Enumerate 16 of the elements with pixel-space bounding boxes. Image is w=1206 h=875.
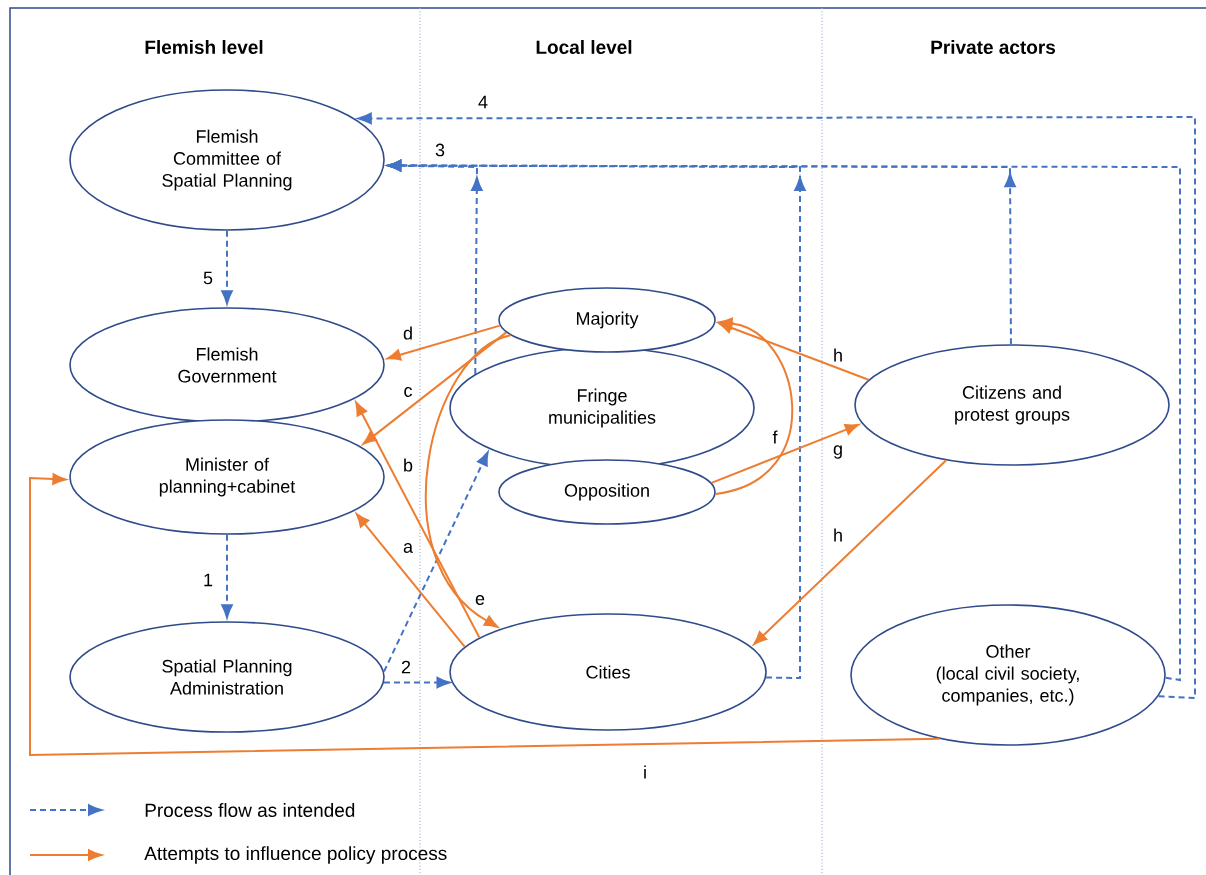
legend-text: Attempts to influence policy process xyxy=(144,846,447,864)
ellipse-node: Minister of planning+cabinet xyxy=(69,419,385,535)
edge-label: i xyxy=(641,764,649,781)
column-heading: Flemish level xyxy=(145,40,263,54)
arrow xyxy=(221,229,233,305)
ellipse-node: Flemish Committee of Spatial Planning xyxy=(69,89,385,231)
arrow xyxy=(221,533,233,619)
edge-label: 5 xyxy=(201,270,215,286)
edge-label: 3 xyxy=(433,142,447,158)
legend-text: Process flow as intended xyxy=(145,803,355,817)
edge-label: 4 xyxy=(476,94,490,110)
ellipse-node: Flemish Government xyxy=(69,307,385,423)
column-heading: Local level xyxy=(536,40,632,54)
ellipse-node: Spatial Planning Administration xyxy=(69,621,385,733)
column-heading: Private actors xyxy=(931,40,1056,54)
edge-label: 1 xyxy=(201,572,215,588)
